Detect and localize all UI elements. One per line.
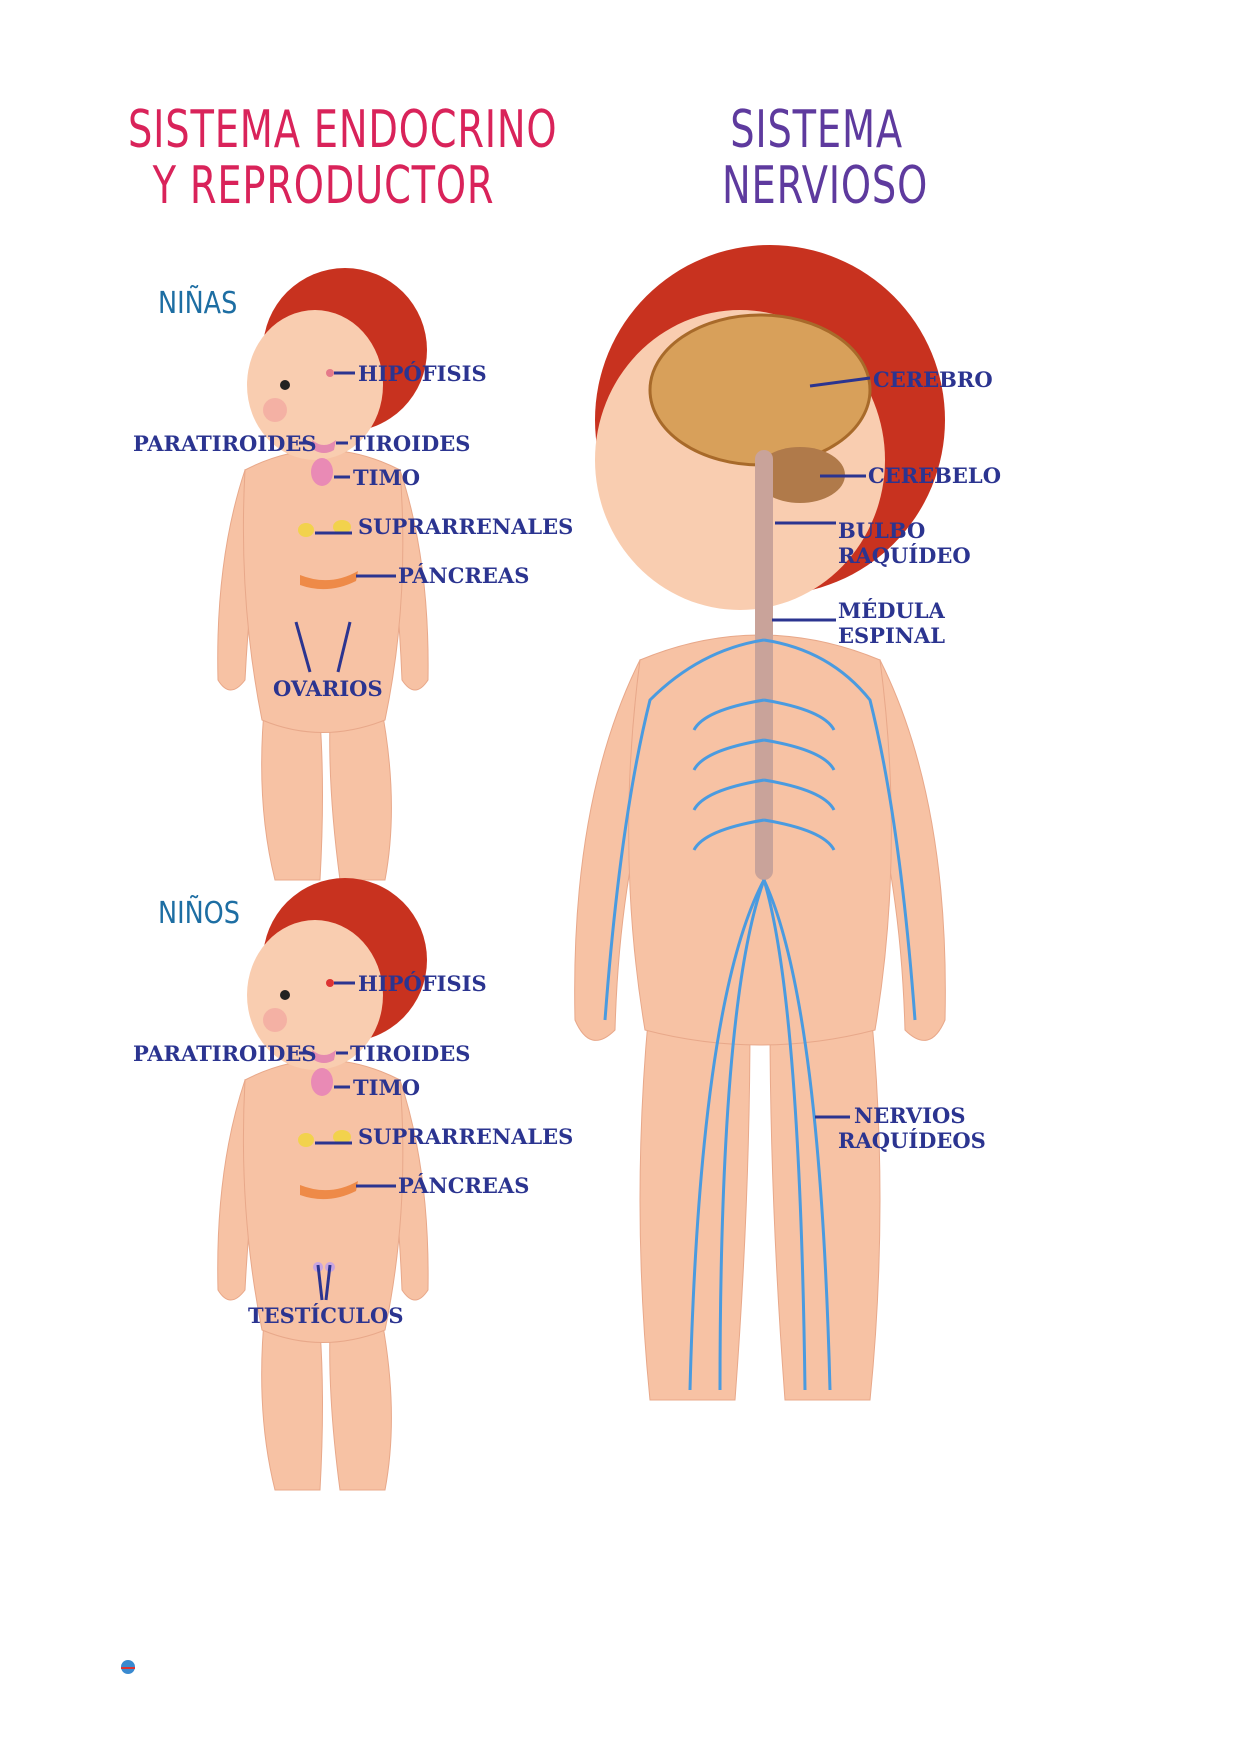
label-ovarios: OVARIOS bbox=[273, 676, 383, 701]
label-nervios-raquideos: NERVIOS RAQUÍDEOS bbox=[838, 1103, 986, 1153]
label-line: MÉDULA bbox=[838, 598, 945, 623]
cerebellum-organ bbox=[755, 447, 845, 503]
label-paratiroides: PARATIROIDES bbox=[133, 431, 317, 456]
endocrine-title: SISTEMA ENDOCRINO Y REPRODUCTOR bbox=[128, 102, 557, 214]
label-pancreas: PÁNCREAS bbox=[398, 563, 530, 588]
nervous-title: SISTEMA NERVIOSO bbox=[722, 102, 928, 214]
label-timo: TIMO bbox=[353, 1075, 420, 1100]
label-suprarrenales: SUPRARRENALES bbox=[358, 1124, 574, 1149]
title-line: NERVIOSO bbox=[722, 156, 929, 216]
label-line: ESPINAL bbox=[838, 623, 946, 648]
label-suprarrenales: SUPRARRENALES bbox=[358, 514, 574, 539]
label-paratiroides: PARATIROIDES bbox=[133, 1041, 317, 1066]
pancreas-organ bbox=[300, 571, 358, 590]
label-hipofisis: HIPÓFISIS bbox=[358, 361, 487, 386]
label-cerebelo: CEREBELO bbox=[868, 463, 1001, 488]
title-line: SISTEMA bbox=[730, 100, 903, 160]
nervous-figure bbox=[574, 245, 946, 1401]
brain-organ bbox=[648, 313, 872, 467]
label-line: NERVIOS bbox=[854, 1103, 966, 1128]
label-bulbo-raquideo: BULBO RAQUÍDEO bbox=[838, 518, 971, 568]
label-line: RAQUÍDEO bbox=[838, 543, 971, 568]
leader-lines bbox=[294, 371, 396, 1301]
nerves bbox=[603, 638, 917, 1391]
girls-heading: NIÑAS bbox=[158, 286, 238, 321]
boy-figure bbox=[217, 877, 429, 1491]
label-medula-espinal: MÉDULA ESPINAL bbox=[838, 598, 945, 648]
label-pancreas: PÁNCREAS bbox=[398, 1173, 530, 1198]
spinal-cord bbox=[755, 450, 773, 880]
label-line: BULBO bbox=[838, 518, 926, 543]
label-timo: TIMO bbox=[353, 465, 420, 490]
title-line: SISTEMA ENDOCRINO bbox=[128, 100, 558, 160]
label-hipofisis: HIPÓFISIS bbox=[358, 971, 487, 996]
thymus-organ bbox=[311, 458, 333, 486]
label-cerebro: CEREBRO bbox=[873, 367, 993, 392]
publisher-logo bbox=[121, 1660, 135, 1674]
boys-heading: NIÑOS bbox=[158, 896, 240, 931]
label-tiroides: TIROIDES bbox=[350, 431, 471, 456]
pituitary-organ bbox=[326, 369, 334, 377]
girl-figure bbox=[217, 267, 429, 881]
title-line: Y REPRODUCTOR bbox=[152, 156, 495, 216]
thyroid-organ bbox=[312, 440, 336, 453]
label-line: RAQUÍDEOS bbox=[838, 1128, 986, 1153]
label-tiroides: TIROIDES bbox=[350, 1041, 471, 1066]
label-testiculos: TESTÍCULOS bbox=[248, 1303, 404, 1328]
